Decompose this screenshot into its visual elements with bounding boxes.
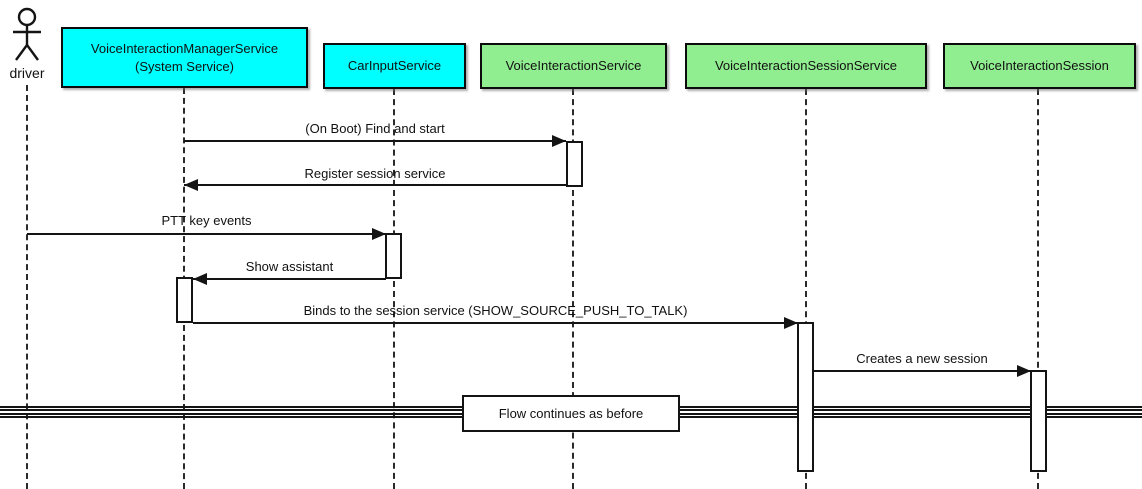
actor-driver-icon	[13, 7, 41, 61]
message-label: Creates a new session	[856, 351, 988, 366]
actor-driver-label: driver	[9, 65, 45, 81]
arrowhead-left-icon	[193, 273, 207, 285]
lifeline-voice-interaction-session-service	[805, 89, 807, 489]
participant-label: VoiceInteractionSession	[970, 58, 1109, 74]
participant-label: VoiceInteractionSessionService	[714, 58, 898, 74]
arrowhead-right-icon	[552, 135, 566, 147]
divider-label-box: Flow continues as before	[462, 395, 680, 432]
message-label: Show assistant	[245, 259, 334, 274]
participant-voice-interaction-session: VoiceInteractionSession	[943, 43, 1136, 89]
participant-car-input-service: CarInputService	[323, 43, 466, 89]
message-arrow-line	[27, 233, 386, 235]
message-label: Register session service	[304, 166, 446, 181]
message-label: PTT key events	[161, 213, 252, 228]
participant-label: VoiceInteractionService	[505, 58, 642, 74]
message-label: (On Boot) Find and start	[305, 121, 445, 136]
arrowhead-left-icon	[184, 179, 198, 191]
message-arrow-line	[193, 278, 386, 280]
participant-label: VoiceInteractionManagerService (System S…	[90, 40, 279, 74]
lifeline-voice-interaction-service	[572, 89, 574, 489]
activation-voice-interaction-service	[566, 141, 583, 187]
arrowhead-right-icon	[1017, 365, 1031, 377]
participant-label: CarInputService	[347, 58, 442, 74]
lifeline-voice-interaction-session	[1037, 89, 1039, 489]
activation-car-input-service	[385, 233, 402, 279]
arrowhead-right-icon	[784, 317, 798, 329]
activation-voice-interaction-manager-service	[176, 277, 193, 323]
participant-voice-interaction-session-service: VoiceInteractionSessionService	[685, 43, 927, 89]
divider-label: Flow continues as before	[498, 406, 644, 421]
participant-voice-interaction-service: VoiceInteractionService	[480, 43, 667, 89]
message-arrow-line	[184, 140, 566, 142]
activation-voice-interaction-session	[1030, 370, 1047, 472]
message-arrow-line	[814, 370, 1030, 372]
lifeline-car-input-service	[393, 89, 395, 489]
participant-voice-interaction-manager-service: VoiceInteractionManagerService (System S…	[61, 27, 308, 88]
message-arrow-line	[193, 322, 798, 324]
message-arrow-line	[184, 184, 566, 186]
message-label: Binds to the session service (SHOW_SOURC…	[303, 303, 688, 318]
arrowhead-right-icon	[372, 228, 386, 240]
activation-voice-interaction-session-service	[797, 322, 814, 472]
lifeline-driver	[26, 85, 28, 489]
